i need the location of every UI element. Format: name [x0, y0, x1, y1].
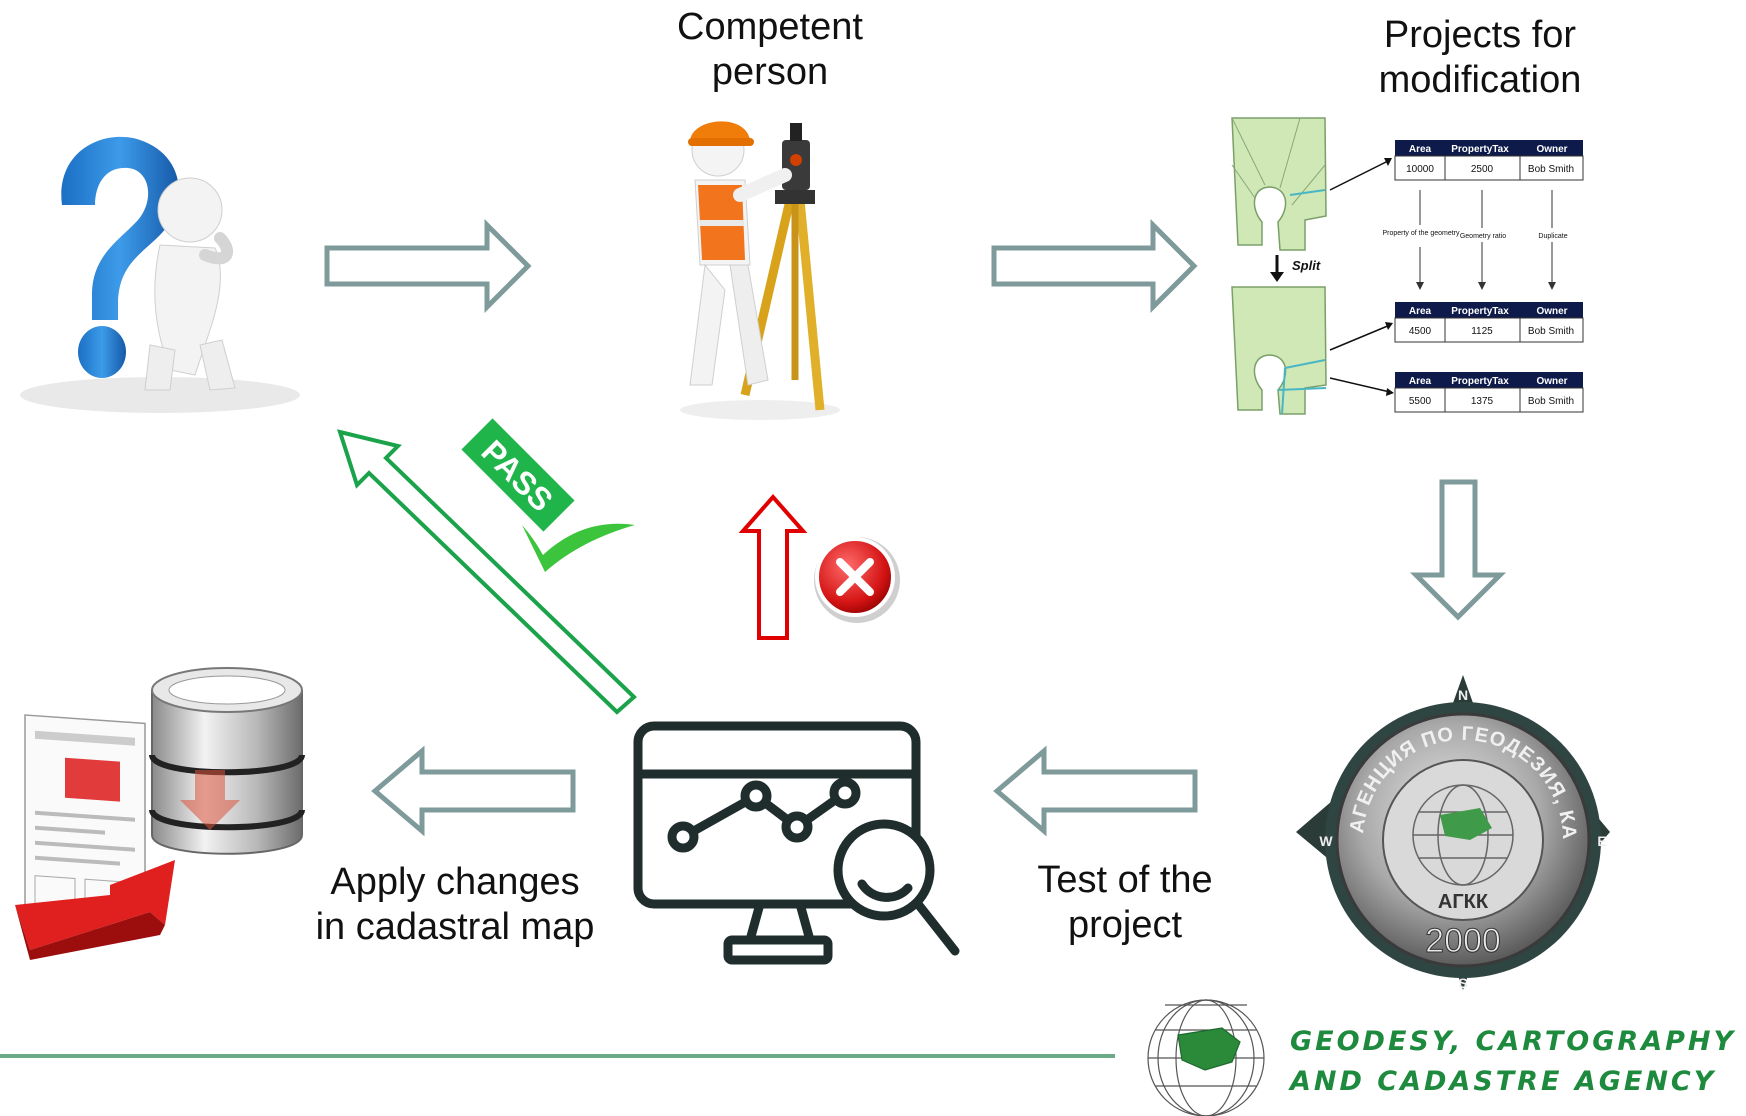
t2-h-tax: PropertyTax	[1451, 306, 1509, 317]
t3-h-owner: Owner	[1536, 376, 1567, 387]
t1-owner: Bob Smith	[1528, 164, 1574, 175]
t2-h-owner: Owner	[1536, 306, 1567, 317]
t3-area: 5500	[1409, 396, 1432, 407]
relation-duplicate: Duplicate	[1538, 233, 1567, 240]
compass-w: W	[1319, 833, 1333, 849]
agency-name-line2: AND CADASTRE AGENCY	[1290, 1066, 1717, 1097]
gray-arrow-left-1	[993, 745, 1198, 837]
t1-tax: 2500	[1471, 164, 1494, 175]
label-competent-line2: person	[711, 51, 829, 93]
seal-year: 2000	[1425, 922, 1501, 960]
label-apply-line1: Apply changes	[330, 861, 580, 903]
t1-h-area: Area	[1409, 144, 1432, 155]
surveyor-icon	[680, 121, 840, 420]
label-projects-line2: modification	[1378, 59, 1582, 101]
relation-ratio: Geometry ratio	[1460, 233, 1506, 240]
label-test-line1: Test of the	[1037, 859, 1213, 901]
gray-arrow-right-1	[324, 218, 532, 314]
t3-owner: Bob Smith	[1528, 396, 1574, 407]
pass-stamp: PASS	[461, 418, 635, 572]
analysis-monitor-icon	[633, 721, 960, 965]
agency-logo-icon	[1147, 999, 1265, 1116]
t2-area: 4500	[1409, 326, 1432, 337]
t2-owner: Bob Smith	[1528, 326, 1574, 337]
gray-arrow-down	[1409, 479, 1507, 621]
label-test-line2: project	[1067, 904, 1183, 946]
database-icon	[15, 667, 305, 960]
t1-h-owner: Owner	[1536, 144, 1567, 155]
t2-h-area: Area	[1409, 306, 1432, 317]
parcel-split-diagram: Split Area PropertyTax Owner 10000 2500 …	[1231, 117, 1584, 415]
t3-tax: 1375	[1471, 396, 1494, 407]
agency-name-line1: GEODESY, CARTOGRAPHY	[1290, 1026, 1737, 1057]
t3-h-area: Area	[1409, 376, 1432, 387]
t1-h-tax: PropertyTax	[1451, 144, 1509, 155]
t3-h-tax: PropertyTax	[1451, 376, 1509, 387]
label-projects: Projects for modification	[1345, 13, 1615, 103]
label-apply-changes: Apply changes in cadastral map	[300, 860, 610, 950]
fail-arrow	[738, 493, 808, 640]
gray-arrow-left-2	[371, 745, 576, 837]
gray-arrow-right-2	[991, 218, 1198, 314]
relation-property: Property of the geometry	[1382, 230, 1460, 237]
label-projects-line1: Projects for	[1383, 14, 1577, 56]
label-competent-line1: Competent	[677, 6, 863, 48]
split-label: Split	[1292, 258, 1321, 273]
label-test-project: Test of the project	[1005, 858, 1245, 948]
thinking-person-icon	[20, 136, 300, 413]
pass-arrow	[337, 429, 637, 715]
t1-area: 10000	[1406, 164, 1434, 175]
reject-icon	[814, 537, 900, 623]
compass-s: S	[1458, 975, 1467, 991]
compass-e: E	[1597, 833, 1606, 849]
seal-abbr: АГКК	[1438, 891, 1489, 913]
label-competent-person: Competent person	[660, 5, 880, 95]
label-apply-line2: in cadastral map	[315, 906, 595, 948]
t2-tax: 1125	[1471, 326, 1493, 337]
compass-n: N	[1458, 687, 1468, 703]
